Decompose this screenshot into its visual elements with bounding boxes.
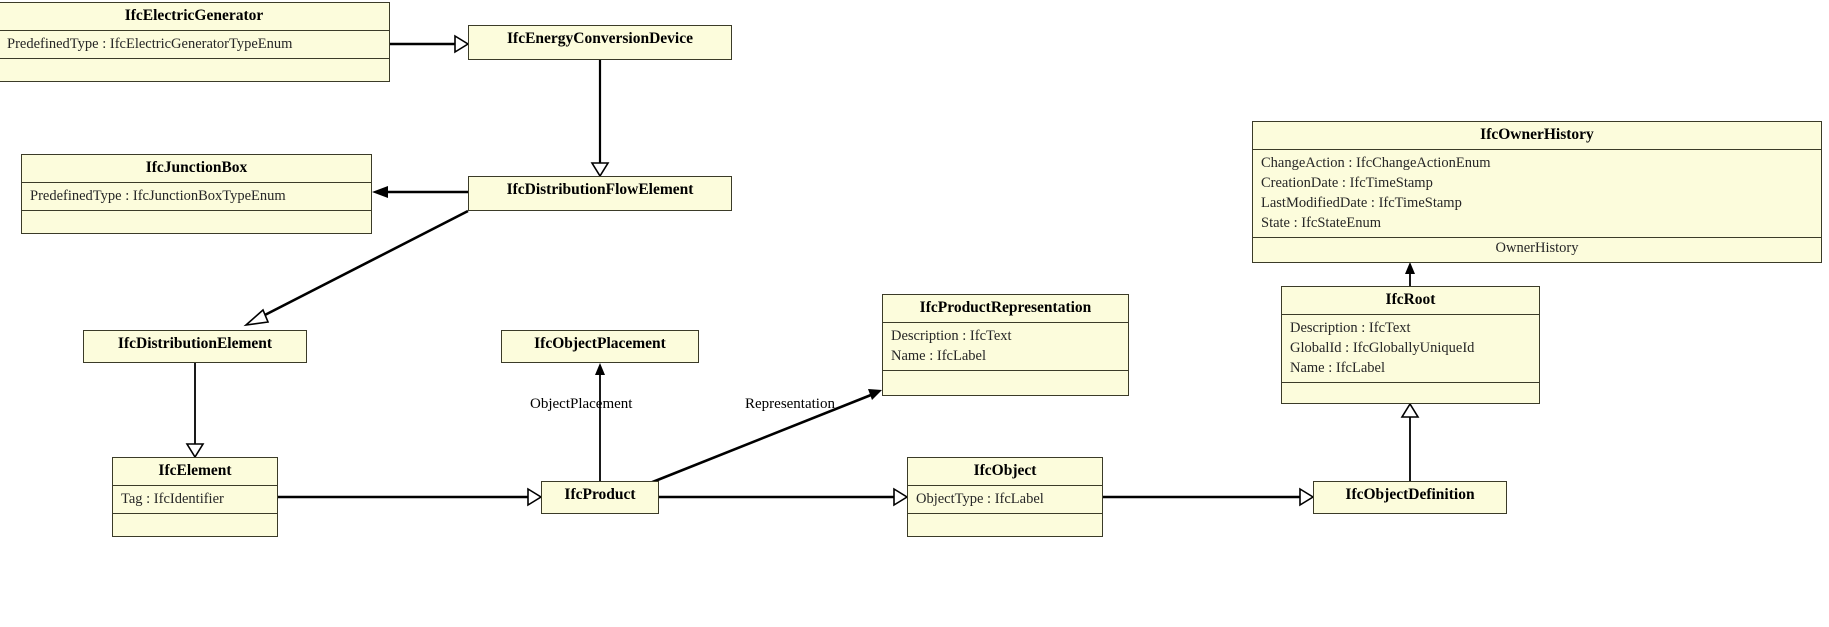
class-attribute: LastModifiedDate : IfcTimeStamp (1261, 194, 1462, 211)
class-operation: OwnerHistory (1495, 239, 1579, 256)
class-attribute: Name : IfcLabel (891, 347, 987, 364)
class-attribute: State : IfcStateEnum (1261, 214, 1381, 231)
edge-electricgenerator-to-energyconversiondevice (390, 34, 470, 54)
compartment-divider (908, 512, 1102, 514)
operation-compartment (0, 59, 389, 76)
class-box-ifcdistributionelement[interactable]: IfcDistributionElement (83, 330, 307, 363)
class-name: IfcOwnerHistory (1480, 126, 1594, 143)
compartment-divider (883, 321, 1128, 323)
operation-compartment (113, 514, 277, 531)
operation-compartment (22, 211, 371, 228)
class-name: IfcDistributionElement (117, 335, 273, 352)
edge-energyconversiondevice-to-distributionflowelement (590, 60, 610, 178)
compartment-divider (1253, 236, 1821, 238)
class-box-ifcenergyconversiondevice[interactable]: IfcEnergyConversionDevice (468, 25, 732, 60)
class-box-ifcobjectdefinition[interactable]: IfcObjectDefinition (1313, 481, 1507, 514)
class-name: IfcObjectDefinition (1345, 486, 1475, 503)
class-attribute: ChangeAction : IfcChangeActionEnum (1261, 154, 1491, 171)
compartment-divider (22, 209, 371, 211)
operation-compartment (883, 371, 1128, 388)
attribute-compartment: ObjectType : IfcLabel (908, 486, 1102, 513)
class-attribute: ObjectType : IfcLabel (916, 490, 1044, 507)
class-attribute: Tag : IfcIdentifier (121, 490, 224, 507)
edge-distributionelement-to-element (185, 363, 205, 459)
edge-objectdefinition-to-root (1400, 402, 1420, 481)
edge-distributionflowelement-to-junctionbox (372, 186, 468, 198)
operation-compartment (908, 514, 1102, 531)
class-name: IfcObjectPlacement (534, 335, 666, 352)
representation-label: Representation (745, 396, 835, 412)
class-name: IfcProductRepresentation (919, 299, 1092, 316)
class-name: IfcElectricGenerator (124, 7, 264, 24)
class-attribute: GlobalId : IfcGloballyUniqueId (1290, 339, 1475, 356)
class-box-ifcdistributionflowelement[interactable]: IfcDistributionFlowElement (468, 176, 732, 211)
edge-root-to-ownerhistory (1405, 262, 1415, 286)
class-box-ifcobjectplacement[interactable]: IfcObjectPlacement (501, 330, 699, 363)
operation-compartment: OwnerHistory (1253, 238, 1821, 258)
class-attribute: Name : IfcLabel (1290, 359, 1386, 376)
attribute-compartment: Tag : IfcIdentifier (113, 486, 277, 513)
edge-object-to-objectdefinition (1103, 487, 1315, 507)
class-name: IfcRoot (1385, 291, 1436, 308)
compartment-divider (1282, 313, 1539, 315)
edge-product-to-object (659, 487, 909, 507)
class-attribute: PredefinedType : IfcElectricGeneratorTyp… (7, 35, 293, 52)
compartment-divider (113, 512, 277, 514)
object-placement-label: ObjectPlacement (530, 396, 633, 412)
class-attribute: Description : IfcText (1290, 319, 1411, 336)
compartment-divider (0, 57, 389, 59)
class-attribute: Description : IfcText (891, 327, 1012, 344)
operation-compartment (1282, 383, 1539, 400)
compartment-divider (1253, 148, 1821, 150)
compartment-divider (883, 369, 1128, 371)
edge-product-to-objectplacement (595, 363, 605, 481)
class-box-ifcproduct[interactable]: IfcProduct (541, 481, 659, 514)
class-attribute: PredefinedType : IfcJunctionBoxTypeEnum (30, 187, 286, 204)
class-name: IfcDistributionFlowElement (506, 181, 694, 198)
attribute-compartment: PredefinedType : IfcElectricGeneratorTyp… (0, 31, 389, 58)
class-name: IfcJunctionBox (145, 159, 248, 176)
class-name: IfcProduct (564, 486, 636, 503)
class-attribute: CreationDate : IfcTimeStamp (1261, 174, 1433, 191)
edge-element-to-product (278, 487, 543, 507)
compartment-divider (113, 484, 277, 486)
compartment-divider (908, 484, 1102, 486)
compartment-divider (1282, 381, 1539, 383)
attribute-compartment: PredefinedType : IfcJunctionBoxTypeEnum (22, 183, 371, 210)
compartment-divider (0, 29, 389, 31)
class-name: IfcElement (158, 462, 232, 479)
class-name: IfcObject (973, 462, 1037, 479)
compartment-divider (22, 181, 371, 183)
class-name: IfcEnergyConversionDevice (507, 30, 693, 47)
